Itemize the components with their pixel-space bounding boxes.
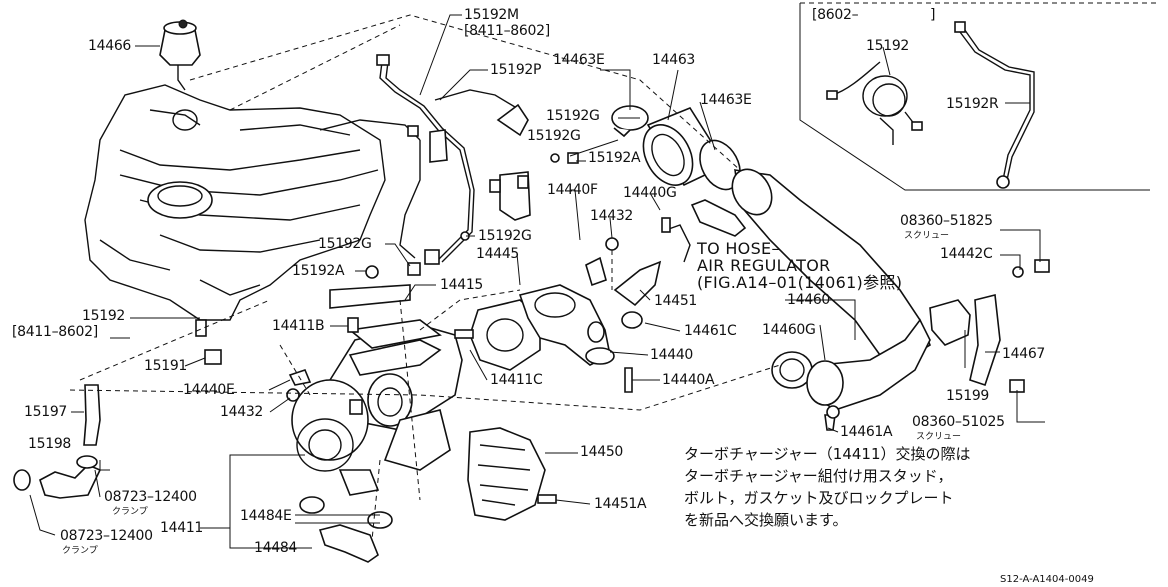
label-14451: 14451 xyxy=(654,293,698,309)
label-15192g-left: 15192G xyxy=(318,236,372,252)
note-line-1: ターボチャージャー（14411）交換の際は xyxy=(684,445,971,463)
label-14451a: 14451A xyxy=(594,496,647,512)
note-line-3: ボルト，ガスケット及びロックプレート xyxy=(684,489,954,507)
label-14440g: 14440G xyxy=(623,185,677,201)
label-15192m-range: [8411–8602] xyxy=(464,23,550,39)
hose-note-line2: AIR REGULATOR xyxy=(697,256,831,275)
label-15192-left: 15192 xyxy=(82,308,126,324)
label-08723-b: 08723–12400 xyxy=(60,528,153,544)
label-14411b: 14411B xyxy=(272,318,325,334)
label-15199: 15199 xyxy=(946,388,990,404)
label-15192g-3: 15192G xyxy=(478,228,532,244)
label-15192a-top: 15192A xyxy=(588,150,641,166)
hose-note-line1: TO HOSE– xyxy=(697,239,780,258)
replacement-note: ターボチャージャー（14411）交換の際は ターボチャージャー組付け用スタッド，… xyxy=(684,443,1044,531)
coolant-hoses xyxy=(13,384,393,563)
label-screw-a: スクリュー xyxy=(904,231,950,241)
label-14411c: 14411C xyxy=(490,372,543,388)
turbo-gasket-plate xyxy=(329,284,633,393)
label-15197: 15197 xyxy=(24,404,68,420)
label-14445: 14445 xyxy=(476,246,520,262)
heat-shield-14450 xyxy=(467,427,557,521)
hose-note-line3: (FIG.A14–01(14061)参照) xyxy=(697,273,903,292)
label-14440a: 14440A xyxy=(662,372,715,388)
label-clamp-a: クランプ xyxy=(112,507,148,517)
label-14440e: 14440E xyxy=(183,382,235,398)
label-14440f: 14440F xyxy=(547,182,598,198)
engine-block xyxy=(84,84,386,321)
bracket-14467 xyxy=(824,259,1050,431)
label-inset-range: [8602– xyxy=(812,7,859,23)
label-14461a: 14461A xyxy=(840,424,893,440)
label-14461c: 14461C xyxy=(684,323,737,339)
label-14484e: 14484E xyxy=(240,508,292,524)
label-08723-a: 08723–12400 xyxy=(104,489,197,505)
label-14440: 14440 xyxy=(650,347,694,363)
label-14415: 14415 xyxy=(440,277,484,293)
label-15192m: 15192M xyxy=(464,7,519,23)
pipe-bracket xyxy=(489,103,531,221)
label-15192r: 15192R xyxy=(946,96,999,112)
label-14463e-top: 14463E xyxy=(553,52,605,68)
label-14432-mid: 14432 xyxy=(590,208,634,224)
label-14463: 14463 xyxy=(652,52,696,68)
label-14467: 14467 xyxy=(1002,346,1046,362)
turbocharger-body xyxy=(291,324,463,496)
label-14432-left: 14432 xyxy=(220,404,264,420)
label-15192a-left: 15192A xyxy=(292,263,345,279)
label-inset-bracket: ] xyxy=(930,7,936,23)
label-14463e-right: 14463E xyxy=(700,92,752,108)
label-15192g-1: 15192G xyxy=(546,108,600,124)
label-15198: 15198 xyxy=(28,436,72,452)
label-14466: 14466 xyxy=(88,38,132,54)
reservoir-14466 xyxy=(159,19,201,91)
label-15192g-2: 15192G xyxy=(527,128,581,144)
inset-oil-pipe-15192r xyxy=(954,21,1035,189)
heat-insulator-14451 xyxy=(585,256,662,307)
intake-hose-assembly xyxy=(611,105,931,361)
diagram-code: S12-A-A1404-0049 xyxy=(1000,574,1094,585)
lower-intake-hose xyxy=(771,318,931,411)
label-14411: 14411 xyxy=(160,520,204,536)
label-15192-inset: 15192 xyxy=(866,38,910,54)
inset-oil-pipe-coil xyxy=(826,61,923,145)
label-14460g: 14460G xyxy=(762,322,816,338)
label-15192p: 15192P xyxy=(490,62,542,78)
leader-lines xyxy=(29,14,1045,549)
label-14450: 14450 xyxy=(580,444,624,460)
inset-frame xyxy=(799,2,1160,191)
label-14442c: 14442C xyxy=(940,246,993,262)
label-08360-51025: 08360–51025 xyxy=(912,414,1005,430)
note-line-2: ターボチャージャー組付け用スタッド， xyxy=(684,467,953,485)
note-line-4: を新品へ交換願います。 xyxy=(684,511,848,529)
label-14484: 14484 xyxy=(254,540,298,556)
label-14460: 14460 xyxy=(787,292,831,308)
oil-pipes-upper xyxy=(319,54,521,276)
label-15191: 15191 xyxy=(144,358,188,374)
label-08360-51825: 08360–51825 xyxy=(900,213,993,229)
exhaust-gasket-14445 xyxy=(469,299,541,371)
air-regulator-hose xyxy=(661,199,747,263)
label-clamp-b: クランプ xyxy=(62,546,98,556)
label-screw-b: スクリュー xyxy=(916,432,962,442)
dashed-assembly-lines xyxy=(69,14,781,541)
exhaust-flange-14440 xyxy=(518,284,615,366)
small-fasteners xyxy=(195,152,643,402)
label-15192-left-range: [8411–8602] xyxy=(12,324,98,340)
